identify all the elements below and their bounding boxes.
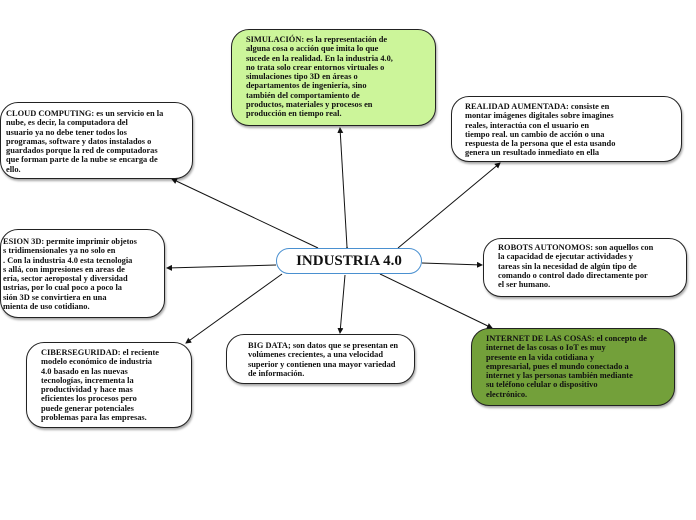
node-text-line: productos, materiales y procesos en [246,100,373,110]
node-text-line: guardados porque la red de computadoras [6,146,158,156]
node-text-line: electrónico. [486,389,528,399]
node-text-line: que forman parte de la nube se encarga d… [6,155,158,165]
node-text-line: modelo económico de industria [41,357,152,367]
node-text-line: s allá, con impresiones en areas de [3,264,125,274]
link-simulacion [337,127,351,253]
node-text-line: REALIDAD AUMENTADA: consiste en [465,102,610,111]
node-text-line: volúmenes crecientes, a una velocidad [248,350,383,360]
node-text-line: 4.0 basado en las nuevas [41,366,128,376]
node-text-line: productividad y hace mas [41,385,133,395]
node-text-line: alguna cosa o acción que imita lo que [246,44,379,54]
node-text-line: el ser humano. [498,280,551,290]
node-text-line: su teléfono celular o dispositivo [486,380,598,390]
node-text-line: ESION 3D: permite imprimir objetos [3,237,137,246]
node-text-line: internet de las cosas o IoT es muy [486,343,606,353]
node-text-line: genera un resultado inmediato en ella [465,148,600,158]
node-text-line: montar imágenes digitales sobre imagines [465,111,614,121]
node-text-line: s tridimensionales ya no solo en [3,246,116,256]
node-text-line: comando o control dado directamente por [498,270,648,280]
node-text-line: reales, interactúa con el usuario en [465,120,590,130]
node-text-line: tecnologías, incrementa la [41,375,134,385]
link-robots [421,261,483,268]
node-text-line: internet y las personas también mediante [486,371,633,381]
node-text-line: ustrias, por lo cual poco a poco la [3,283,122,293]
node-text-line: ería, sector aeropostal y diversidad [3,274,128,284]
node-text-line: superior y contienen una mayor variedad [248,359,396,369]
link-ciberseguridad [185,273,283,344]
node-text-line: ROBOTS AUTONOMOS: son aquellos con [498,243,654,252]
node-text-line: presente en la vida cotidiana y [486,352,595,362]
node-text-line: . Con la industria 4.0 esta tecnologia [3,255,133,265]
node-text-line: también del comportamiento de [246,90,360,100]
node-text-line: mienta de uso cotidiano. [3,302,90,312]
node-text-line: eficientes los procesos pero [41,394,137,404]
link-realidad [397,162,501,249]
link-internet [379,273,493,329]
node-text-line: de información. [248,368,305,378]
node-text-line: producción en tiempo real. [246,109,342,119]
node-text-line: SIMULACIÓN: es la representación de [246,35,388,44]
link-bigdata [337,274,346,334]
node-text-line: usuario ya no debe tener todos los [6,127,127,137]
node-text-line: tiempo real. un cambio de acción o una [465,129,605,139]
node-text-line: programas, software y datos instalados o [6,136,152,146]
node-text-line: puede generar potenciales [41,403,134,413]
node-text-line: departamentos de ingeniería, sino [246,81,367,91]
node-text-line: problemas para las empresas. [41,413,147,423]
node-text-line: BIG DATA; son datos que se presentan en [248,341,399,350]
link-cloud [171,178,319,249]
node-text-line: ello. [6,164,21,174]
central-topic[interactable]: INDUSTRIA 4.0 [276,248,422,274]
node-text-line: sión 3D se convirtiera en una [3,292,107,302]
node-text-line: CLOUD COMPUTING: es un servicio en la [6,109,164,118]
node-text-line: la capacidad de ejecutar actividades y [498,252,633,262]
node-text-line: respuesta de la persona que el esta usan… [465,139,616,149]
node-text-line: INTERNET DE LAS COSAS: el concepto de [486,334,647,343]
node-text-line: empresarial, pues el mundo conectado a [486,361,629,371]
node-text-line: sucede en la realidad. En la industria 4… [246,53,393,63]
node-text-line: tareas sin la necesidad de algún tipo de [498,261,637,271]
link-impresion [166,264,277,271]
central-topic-title: INDUSTRIA 4.0 [296,252,402,269]
node-text-line: CIBERSEGURIDAD: el reciente [41,348,160,357]
node-text-line: simulaciones tipo 3D en áreas o [246,72,358,82]
node-text-line: no trata solo crear entornos virtuales o [246,62,385,72]
node-text-line: nube, es decir, la computadora del [6,118,128,128]
